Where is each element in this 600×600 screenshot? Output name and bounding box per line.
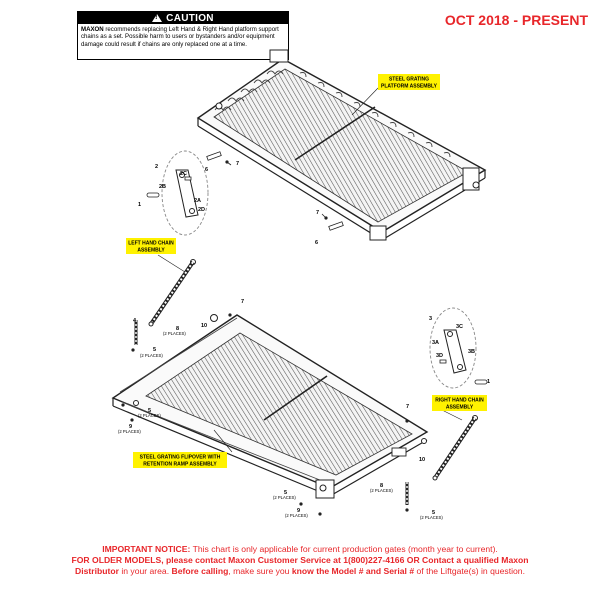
part-3d-label: 3D — [436, 353, 443, 359]
caution-line1: recommends replacing Left Hand & Right H… — [103, 26, 279, 33]
part-3-label: 3 — [429, 316, 432, 322]
notice-lead: IMPORTANT NOTICE: — [102, 544, 191, 554]
callout-flipover: STEEL GRATING FLIPOVER WITH RETENTION RA… — [133, 452, 227, 468]
part-6-label-upper: 6 — [205, 167, 208, 173]
date-range-title: OCT 2018 - PRESENT — [444, 12, 588, 28]
part-5-label-left-lower: 5 — [148, 408, 151, 414]
caution-box: CAUTION MAXON recommends replacing Left … — [77, 11, 289, 60]
part-3a-label: 3A — [432, 340, 439, 346]
notice-know-model: know the Model # and Serial # — [291, 566, 415, 576]
part-10-label-left: 10 — [201, 323, 207, 329]
right-chain-bracket-detail — [429, 307, 488, 389]
part-5-label-bottom-right: 5 — [432, 510, 435, 516]
notice-line1: This chart is only applicable for curren… — [190, 544, 498, 554]
part-9-places-left: (2 PLACES) — [118, 429, 141, 434]
callout-flipover-line1: STEEL GRATING FLIPOVER WITH — [140, 455, 221, 461]
callout-left-chain: LEFT HAND CHAIN ASSEMBLY — [126, 238, 176, 254]
notice-mid2: , make sure you — [228, 566, 292, 576]
part-2b-label: 2B — [159, 184, 166, 190]
callout-flipover-line2: RETENTION RAMP ASSEMBLY — [143, 462, 217, 468]
lower-small-parts — [121, 313, 427, 516]
part-5-label-left-upper: 5 — [153, 347, 156, 353]
platform-assembly — [196, 49, 487, 241]
part-2c-label: 2C — [180, 171, 187, 177]
part-2-label: 2 — [155, 164, 158, 170]
part-5-places-bottom-right: (2 PLACES) — [420, 515, 443, 520]
part-2d-label: 2D — [198, 207, 205, 213]
part-7-label-mid: 7 — [316, 210, 319, 216]
part-1-label-left: 1 — [138, 202, 141, 208]
part-8-label-left: 8 — [176, 326, 179, 332]
part-3b-label: 3B — [468, 349, 475, 355]
left-chain-bracket-detail — [146, 150, 209, 236]
part-6-label-mid: 6 — [315, 240, 318, 246]
caution-header: CAUTION — [78, 12, 288, 24]
callout-right-chain-line2: ASSEMBLY — [446, 405, 474, 411]
warning-triangle-icon — [152, 14, 163, 22]
exploded-parts-diagram: STEEL GRATING PLATFORM ASSEMBLY LEFT HAN… — [111, 49, 490, 520]
caution-title: CAUTION — [166, 12, 214, 24]
caution-line3: damage could result if chains are only r… — [81, 40, 247, 48]
part-8-label-right: 8 — [380, 483, 383, 489]
callout-right-chain: RIGHT HAND CHAIN ASSEMBLY — [432, 395, 487, 411]
part-7-label-right: 7 — [406, 404, 409, 410]
part-5-places-bottom-left: (2 PLACES) — [273, 495, 296, 500]
notice-distributor: Distributor — [75, 566, 119, 576]
part-3c-label: 3C — [456, 324, 463, 330]
callout-platform-line1: STEEL GRATING — [389, 77, 429, 83]
right-hand-chain — [405, 415, 478, 505]
caution-text: MAXON recommends replacing Left Hand & R… — [78, 24, 288, 48]
callout-left-chain-line1: LEFT HAND CHAIN — [128, 241, 174, 247]
caution-line2: chains as a set. Possible harm to users … — [81, 33, 275, 41]
callout-right-chain-line1: RIGHT HAND CHAIN — [435, 398, 484, 404]
caution-brand: MAXON — [81, 26, 104, 33]
callout-platform: STEEL GRATING PLATFORM ASSEMBLY — [378, 74, 440, 90]
callout-platform-line2: PLATFORM ASSEMBLY — [381, 84, 438, 90]
notice-older-models: FOR OLDER MODELS, please contact Maxon C… — [71, 555, 529, 565]
notice-before-calling: Before calling — [171, 566, 229, 576]
left-hand-chain — [148, 259, 196, 327]
part-9-label-left: 9 — [129, 424, 132, 430]
part-5-places-left-upper: (2 PLACES) — [140, 353, 163, 358]
flipover-assembly — [111, 314, 429, 499]
part-10-label-right: 10 — [419, 457, 425, 463]
part-2a-label: 2A — [194, 198, 201, 204]
notice-tail: of the Liftgate(s) in question. — [414, 566, 525, 576]
part-5-label-bottom-left: 5 — [284, 490, 287, 496]
part-4-label: 4 — [133, 318, 137, 324]
part-7-label-upper: 7 — [236, 161, 239, 167]
part-7-label-lower: 7 — [241, 299, 244, 305]
part-8-places-left: (2 PLACES) — [163, 331, 186, 336]
notice-mid: in your area. — [118, 566, 172, 576]
part-9-places-bottom: (2 PLACES) — [285, 513, 308, 518]
upper-small-parts — [206, 151, 344, 231]
callout-left-chain-line2: ASSEMBLY — [137, 248, 165, 254]
part-numbers: 2 2C 2B 2A 2D 1 6 7 7 6 4 8 (2 PLACES) 5… — [118, 161, 490, 520]
part-1-label-right: 1 — [487, 379, 490, 385]
part-9-label-bottom: 9 — [297, 508, 300, 514]
part-8-places-right: (2 PLACES) — [370, 488, 393, 493]
important-notice: IMPORTANT NOTICE: This chart is only app… — [0, 544, 600, 577]
part-5-places-left-lower: (2 PLACES) — [138, 413, 161, 418]
